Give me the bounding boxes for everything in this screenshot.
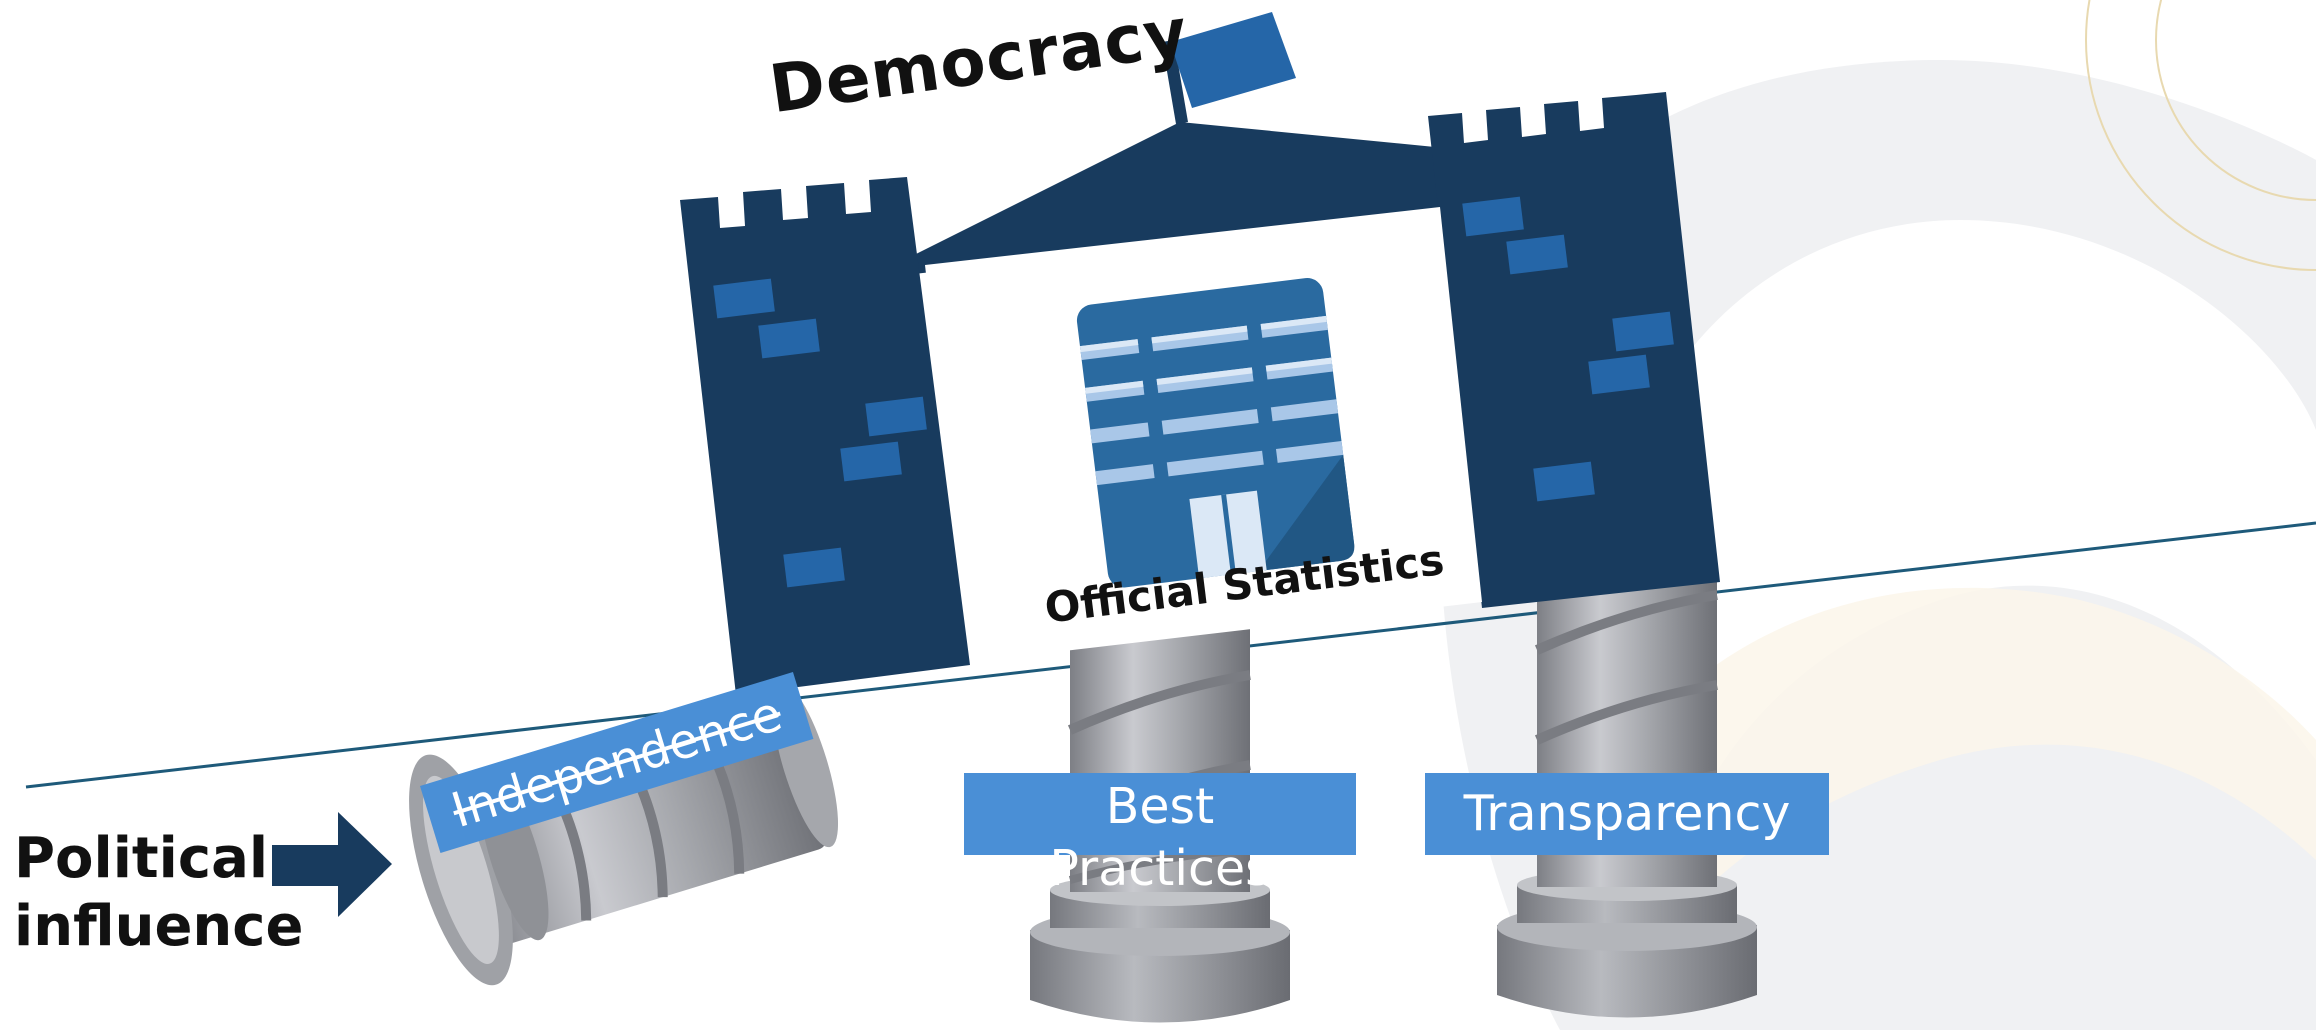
best-practices-label-box: Best Practices <box>964 773 1356 897</box>
transparency-label: Transparency <box>1463 785 1791 842</box>
best-practices-label: Best Practices <box>1049 778 1271 897</box>
political-influence-label: Political influence <box>14 826 304 959</box>
office-building-icon <box>1076 278 1355 588</box>
flag-icon <box>1162 12 1296 124</box>
right-arrow-icon <box>272 812 392 917</box>
transparency-label-box: Transparency <box>1425 773 1829 855</box>
